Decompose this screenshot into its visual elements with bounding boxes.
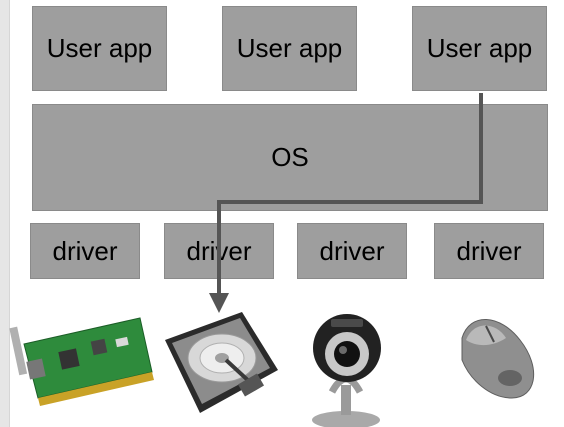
driver-box-4: driver <box>434 223 544 279</box>
call-path-arrow <box>209 93 483 313</box>
driver-label-4: driver <box>456 235 522 266</box>
user-app-box-1: User app <box>32 6 167 91</box>
user-app-label-2: User app <box>236 33 343 63</box>
user-app-label-3: User app <box>426 33 533 63</box>
os-box: OS <box>32 104 548 211</box>
user-app-box-2: User app <box>222 6 357 91</box>
driver-box-3: driver <box>297 223 407 279</box>
user-app-box-3: User app <box>412 6 547 91</box>
webcam-icon <box>312 314 381 427</box>
driver-label-1: driver <box>52 235 118 266</box>
mouse-icon <box>461 319 535 399</box>
left-edge-strip <box>0 0 10 427</box>
driver-box-1: driver <box>30 223 140 279</box>
user-app-label-1: User app <box>46 33 153 63</box>
hard-drive-icon <box>165 312 278 413</box>
driver-label-3: driver <box>319 235 385 266</box>
os-label: OS <box>271 142 309 172</box>
network-card-icon <box>9 317 154 406</box>
